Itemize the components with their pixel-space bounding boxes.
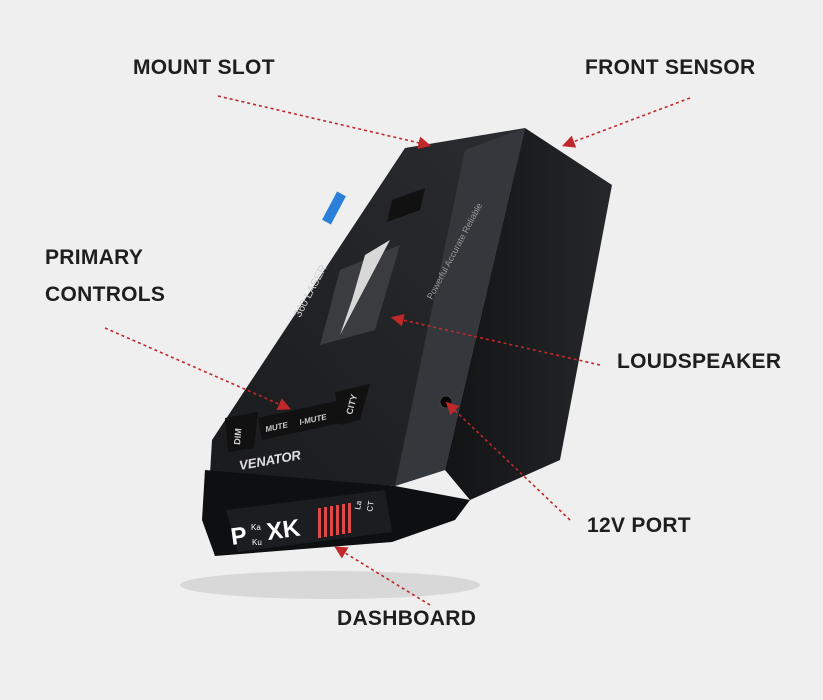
loudspeaker-arrow — [390, 313, 601, 366]
mount-slot-button — [387, 188, 425, 222]
primary-controls-label-2: CONTROLS — [45, 283, 166, 306]
side-face — [445, 128, 612, 500]
front-sensor-arrow — [562, 97, 691, 148]
radar-detector — [202, 128, 612, 556]
display-band-bottom: Ku — [252, 538, 262, 547]
port-12v — [439, 395, 453, 409]
speaker-blade — [340, 240, 390, 335]
mount-slot-arrow — [217, 95, 432, 150]
mute-button-pad — [258, 398, 355, 440]
display-band-top: Ka — [251, 523, 261, 532]
display-mode: P — [229, 522, 249, 551]
display-bars — [318, 503, 351, 538]
dashboard-label: DASHBOARD — [337, 607, 477, 630]
model-badge — [322, 191, 346, 225]
display-right-top: La — [353, 499, 364, 510]
mount-slot-label: MOUNT SLOT — [133, 56, 275, 79]
primary-controls-label-1: PRIMARY — [45, 246, 144, 269]
front-sensor-label: FRONT SENSOR — [585, 56, 756, 79]
port-12v-arrow — [445, 401, 571, 521]
display-band: XK — [265, 514, 302, 545]
loudspeaker-label: LOUDSPEAKER — [617, 350, 782, 373]
dim-button: DIM — [232, 428, 243, 445]
top-stripe — [395, 128, 525, 486]
display-right-bottom: CT — [365, 500, 376, 512]
port-12v-label: 12V PORT — [587, 514, 691, 537]
shadow — [180, 571, 480, 599]
dashboard-arrow — [334, 546, 431, 606]
